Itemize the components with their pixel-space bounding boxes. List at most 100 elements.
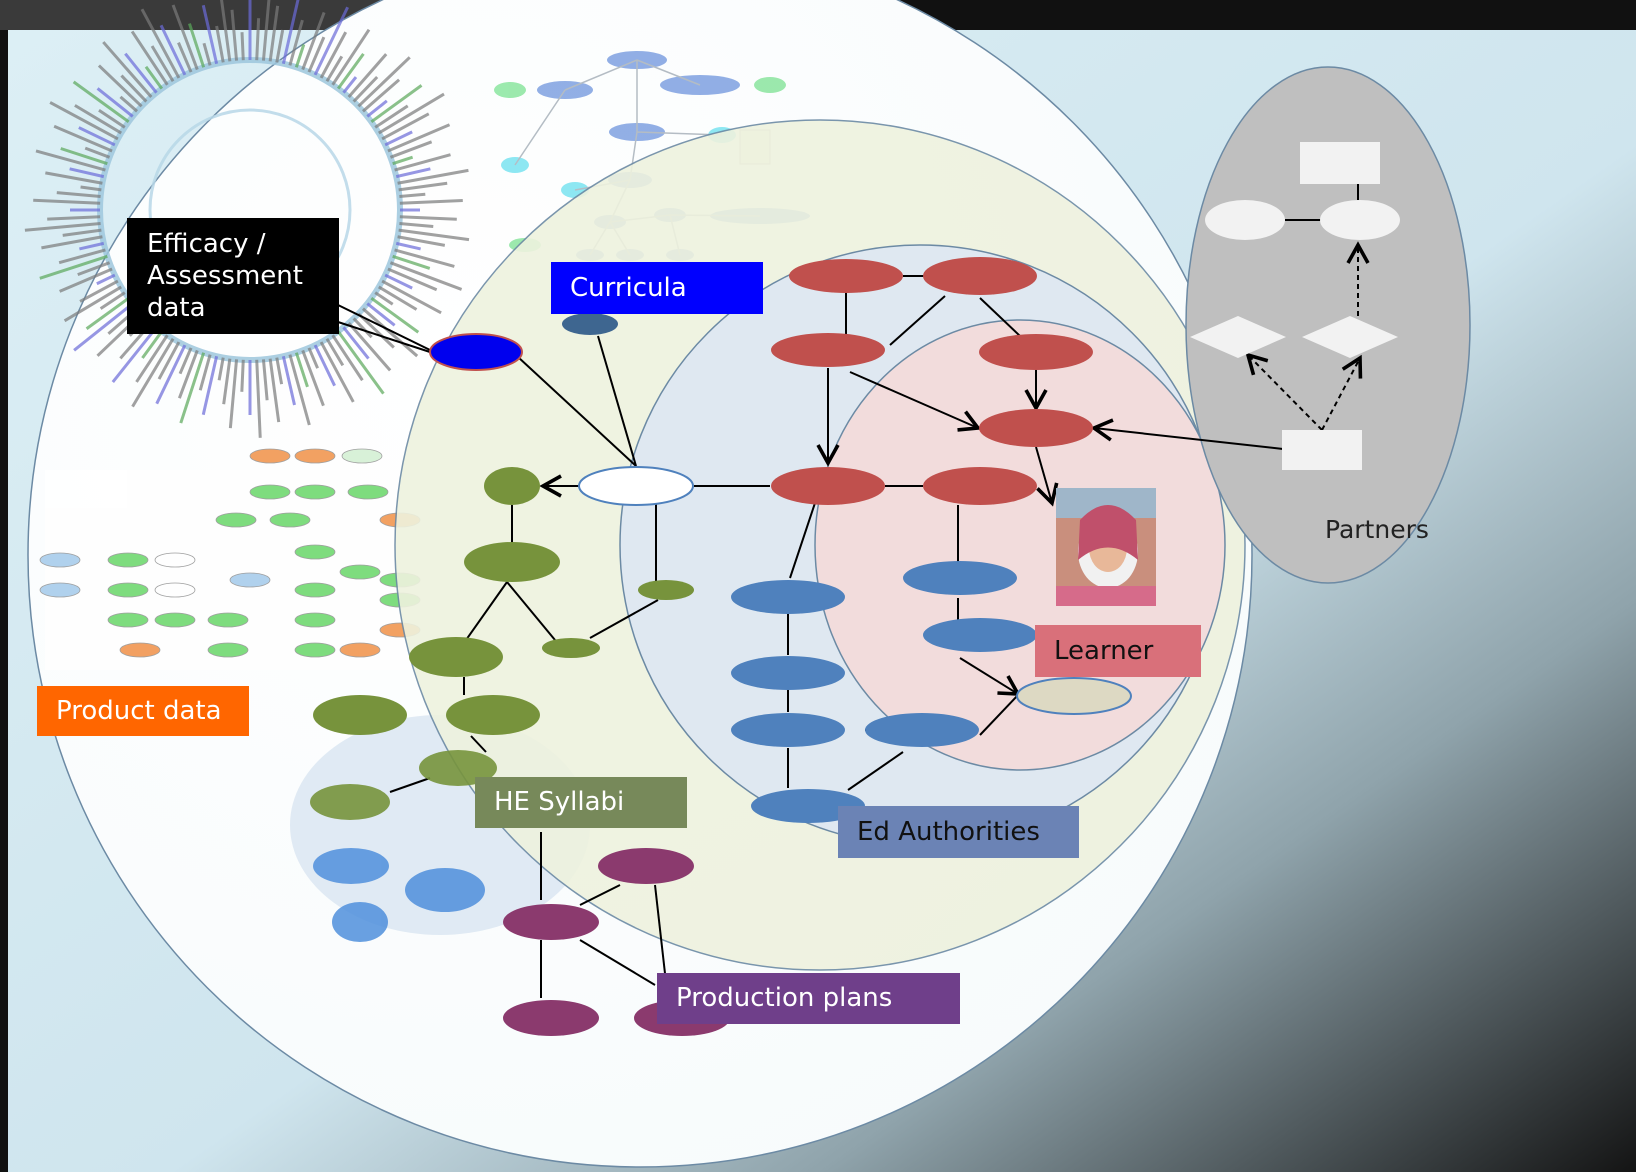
tree-ray — [313, 6, 349, 76]
partner-box — [1300, 142, 1380, 184]
tree-ray — [294, 352, 309, 388]
tree-ray — [97, 64, 143, 108]
product-node — [294, 448, 336, 464]
product-node — [294, 612, 336, 628]
tree-ray — [357, 312, 395, 349]
tree-ray — [331, 28, 371, 86]
tree-ray — [85, 296, 130, 330]
tree-ray — [80, 185, 102, 192]
tree-ray — [119, 95, 139, 113]
purple-node — [503, 1000, 599, 1036]
green-node — [313, 695, 407, 735]
partner-oval — [1205, 200, 1285, 240]
radial-tree-rays — [24, 0, 470, 438]
tree-ray — [131, 337, 175, 408]
product-node — [215, 512, 257, 528]
tree-ray — [384, 130, 413, 147]
tree-ray — [313, 344, 336, 387]
tree-ray — [222, 358, 232, 405]
tree-ray — [325, 337, 345, 367]
red-node — [979, 409, 1093, 447]
tree-ray — [49, 101, 119, 141]
connector-lines — [337, 180, 1370, 1001]
green-node — [464, 542, 560, 582]
tree-ray — [102, 41, 153, 99]
tree-ray — [201, 4, 219, 65]
tree-ray — [41, 235, 103, 250]
tree-ray — [202, 42, 212, 66]
tree-ray — [255, 18, 261, 61]
partner-diamond — [1302, 316, 1398, 358]
tree-ray — [59, 267, 113, 293]
product-node — [119, 642, 161, 658]
product-node — [294, 544, 336, 560]
tree-ray — [45, 171, 103, 185]
partner-oval — [1320, 200, 1400, 240]
tree-ray — [347, 53, 388, 99]
red-node — [789, 259, 903, 293]
tree-ray — [255, 359, 262, 438]
tree-ray — [342, 76, 358, 94]
curricula-node — [562, 313, 618, 335]
tree-ray — [111, 326, 158, 383]
product-node — [229, 572, 271, 588]
tree-ray — [177, 42, 193, 73]
red-node — [979, 334, 1093, 370]
tree-ray — [141, 330, 164, 359]
partner-shapes — [1190, 142, 1400, 470]
partner-box — [1282, 430, 1362, 470]
tree-ray — [394, 153, 451, 172]
red-nodes — [771, 257, 1093, 505]
tree-ray — [79, 279, 119, 303]
efficacy-label: Efficacy / Assessment data — [127, 218, 339, 334]
tree-ray — [99, 291, 126, 310]
tree-ray — [301, 349, 325, 407]
learner-label: Learner — [1035, 625, 1201, 677]
product-node — [269, 512, 311, 528]
product-node — [39, 582, 81, 598]
tree-ray — [397, 168, 469, 185]
tree-ray — [281, 355, 296, 406]
tree-ray — [217, 357, 225, 381]
tree-ray — [381, 112, 430, 141]
tree-ray — [352, 75, 379, 103]
partners-label: Partners — [1325, 515, 1429, 544]
tree-ray — [288, 354, 311, 426]
product-node — [339, 564, 381, 580]
tree-ray — [215, 25, 225, 63]
tree-ray — [72, 80, 130, 124]
tree-ray — [342, 326, 370, 360]
tree-ray — [374, 291, 394, 306]
tree-ray — [294, 44, 306, 68]
purple-node — [598, 848, 694, 884]
tree-ray — [268, 5, 280, 62]
tree-ray — [307, 347, 319, 369]
tree-ray — [33, 198, 101, 205]
product-node — [154, 552, 196, 568]
purple-node — [503, 904, 599, 940]
tree-ray — [188, 23, 206, 68]
tree-ray — [60, 147, 108, 166]
partners-region — [1185, 66, 1471, 584]
tree-ray — [98, 109, 126, 129]
tree-ray — [394, 248, 455, 268]
tree-ray — [357, 56, 411, 108]
tree-ray — [336, 330, 385, 395]
green-node — [542, 638, 600, 658]
green-node — [446, 695, 540, 735]
efficacy-node — [429, 333, 523, 371]
tree-ray — [395, 241, 421, 251]
blue-node — [731, 580, 845, 614]
tree-ray — [84, 146, 111, 159]
tree-ray — [69, 167, 105, 179]
tree-ray — [135, 334, 169, 383]
tree-ray — [78, 126, 116, 147]
green-node — [638, 580, 694, 600]
tree-ray — [230, 9, 239, 61]
partner-diamond — [1190, 316, 1286, 358]
tree-ray — [39, 254, 108, 280]
tree-ray — [228, 359, 239, 429]
ed-authorities-label: Ed Authorities — [838, 806, 1079, 858]
tree-ray — [319, 341, 355, 403]
